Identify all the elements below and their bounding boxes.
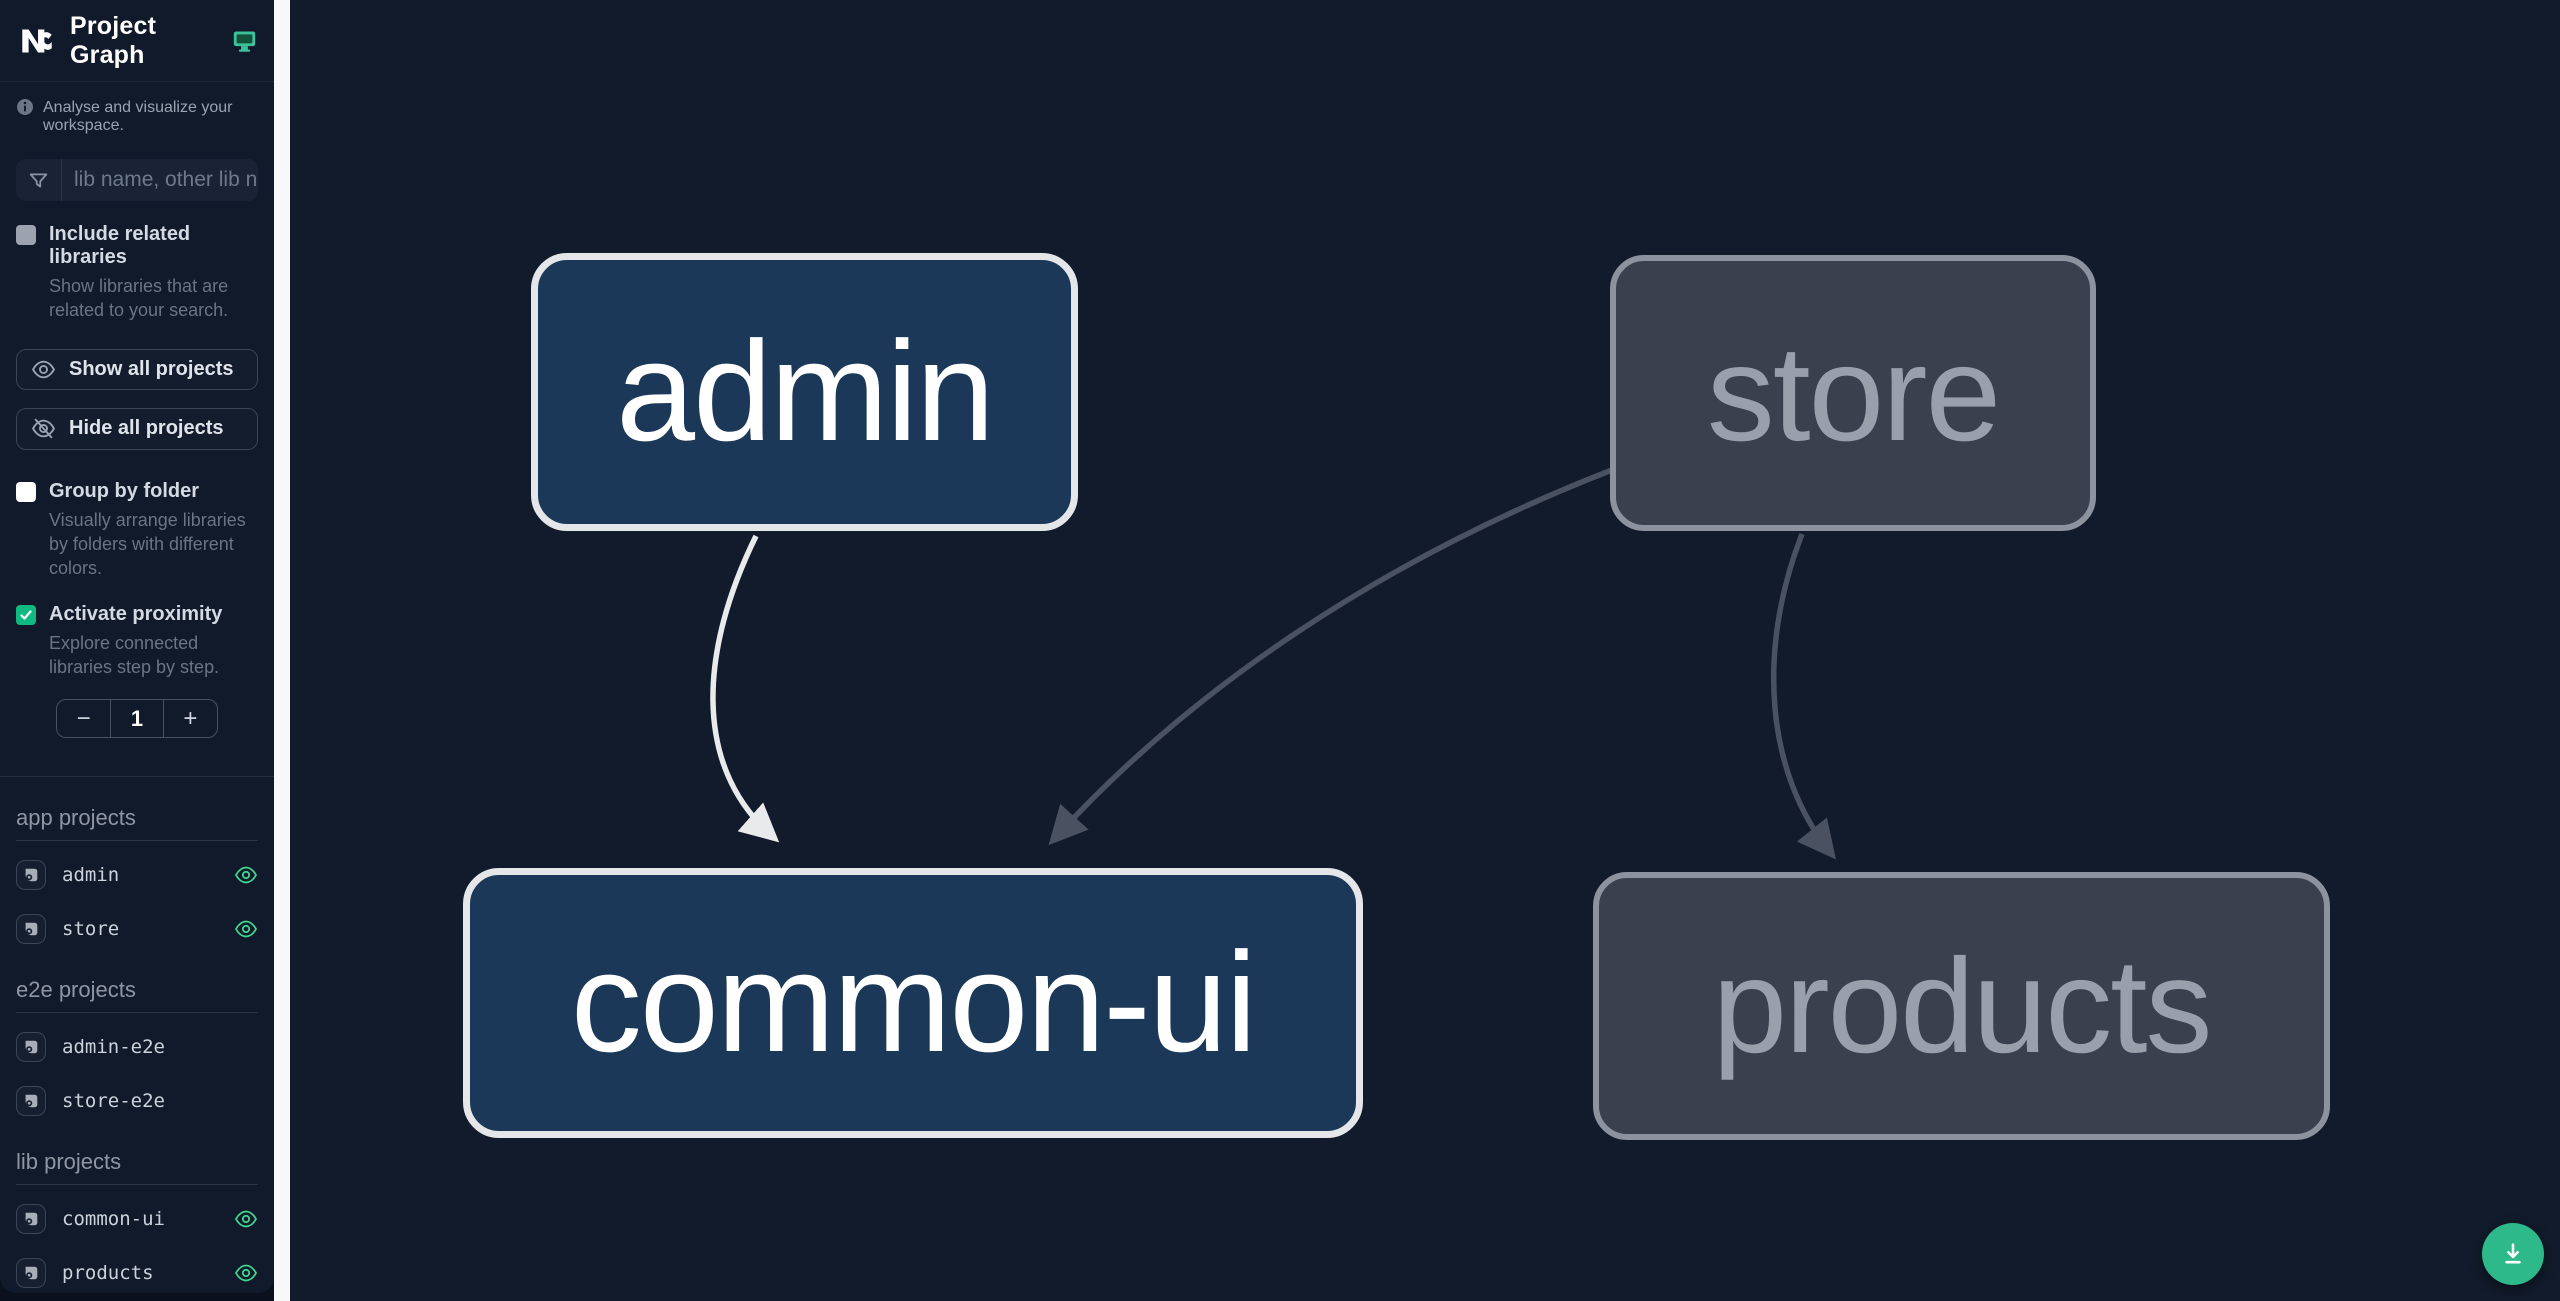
- nx-logo: [16, 20, 58, 62]
- project-row-store: store: [16, 909, 258, 949]
- monitor-icon[interactable]: [231, 27, 258, 54]
- toggle-visibility-eye-icon[interactable]: [234, 863, 258, 887]
- sidebar-header: Project Graph: [0, 0, 274, 82]
- group-by-folder-checkbox[interactable]: [16, 481, 36, 502]
- section-e2e-projects: e2e projects admin-e2e store-e2e: [0, 949, 274, 1121]
- project-name[interactable]: products: [62, 1262, 154, 1284]
- graph-canvas[interactable]: admin store common-ui products: [290, 0, 2560, 1301]
- project-name[interactable]: admin-e2e: [62, 1036, 165, 1058]
- graph-node-admin[interactable]: admin: [531, 253, 1078, 531]
- group-by-folder-label: Group by folder: [49, 479, 199, 502]
- project-name[interactable]: admin: [62, 864, 120, 886]
- edge-admin-to-common-ui[interactable]: [710, 534, 780, 843]
- focus-project-button[interactable]: [16, 860, 46, 890]
- focus-icon: [25, 868, 38, 882]
- download-icon: [2505, 1243, 2521, 1264]
- project-row-products: products: [16, 1253, 258, 1293]
- toggle-visibility-eye-icon[interactable]: [234, 1261, 258, 1285]
- show-all-projects-button[interactable]: Show all projects: [16, 348, 258, 391]
- activate-proximity-desc: Explore connected libraries step by step…: [49, 632, 220, 677]
- focus-project-button[interactable]: [16, 1032, 46, 1062]
- focus-icon: [25, 1266, 38, 1280]
- app-title: Project Graph: [70, 11, 157, 69]
- section-header: lib projects: [16, 1149, 258, 1185]
- project-row-admin-e2e: admin-e2e: [16, 1027, 258, 1067]
- focus-icon: [25, 1212, 38, 1226]
- focus-project-button[interactable]: [16, 1258, 46, 1288]
- increment-button[interactable]: +: [183, 704, 198, 732]
- graph-node-products[interactable]: products: [1593, 872, 2330, 1140]
- depth-value: 1: [110, 700, 164, 737]
- download-graph-button[interactable]: [2482, 1223, 2544, 1285]
- checkmark-icon: [20, 609, 32, 620]
- show-all-projects-label: Show all projects: [69, 357, 234, 380]
- funnel-icon: [16, 159, 62, 202]
- graph-node-common-ui[interactable]: common-ui: [463, 868, 1363, 1138]
- activate-proximity-option: Activate proximity Explore connected lib…: [0, 603, 274, 680]
- eye-icon: [31, 357, 56, 382]
- section-header: app projects: [16, 805, 258, 841]
- include-related-option: Include related libraries Show libraries…: [0, 223, 274, 323]
- include-related-label: Include related libraries: [49, 223, 191, 269]
- sidebar-resize-gutter[interactable]: [274, 0, 290, 1301]
- activate-proximity-checkbox[interactable]: [16, 604, 36, 625]
- decrement-button[interactable]: −: [76, 704, 91, 732]
- project-name[interactable]: common-ui: [62, 1208, 165, 1230]
- graph-node-store[interactable]: store: [1610, 255, 2096, 531]
- project-row-common-ui: common-ui: [16, 1199, 258, 1239]
- workspace-info: Analyse and visualize your workspace.: [0, 82, 274, 141]
- section-app-projects: app projects admin: [0, 777, 274, 949]
- focus-icon: [25, 922, 38, 936]
- focus-project-button[interactable]: [16, 914, 46, 944]
- divider: [0, 776, 274, 777]
- hide-all-projects-label: Hide all projects: [69, 417, 224, 440]
- search-input[interactable]: [62, 159, 258, 202]
- graph-edges: [710, 467, 1837, 860]
- activate-proximity-label: Activate proximity: [49, 602, 223, 625]
- sidebar: Project Graph Analyse and visualize your…: [0, 0, 274, 1293]
- focus-icon: [25, 1094, 38, 1108]
- edge-store-to-products[interactable]: [1770, 533, 1837, 860]
- focus-project-button[interactable]: [16, 1204, 46, 1234]
- include-related-checkbox[interactable]: [16, 225, 36, 246]
- section-lib-projects: lib projects common-ui: [0, 1121, 274, 1293]
- hide-all-projects-button[interactable]: Hide all projects: [16, 408, 258, 450]
- toggle-visibility-eye-icon[interactable]: [234, 917, 258, 941]
- group-by-folder-option: Group by folder Visually arrange librari…: [0, 480, 274, 581]
- focus-icon: [25, 1040, 38, 1054]
- group-by-folder-desc: Visually arrange libraries by folders wi…: [49, 509, 246, 579]
- proximity-depth-stepper: − 1 +: [56, 699, 218, 738]
- edge-store-to-common-ui[interactable]: [1048, 467, 1613, 846]
- include-related-desc: Show libraries that are related to your …: [49, 276, 229, 321]
- toggle-visibility-eye-icon[interactable]: [234, 1207, 258, 1231]
- eye-off-icon: [31, 416, 56, 441]
- filter-search: [16, 159, 258, 202]
- project-name[interactable]: store: [62, 918, 120, 940]
- info-icon: [16, 98, 34, 116]
- workspace-info-text: Analyse and visualize your workspace.: [43, 99, 233, 134]
- project-name[interactable]: store-e2e: [62, 1090, 165, 1112]
- project-row-admin: admin: [16, 855, 258, 895]
- focus-project-button[interactable]: [16, 1086, 46, 1116]
- section-header: e2e projects: [16, 977, 258, 1013]
- project-row-store-e2e: store-e2e: [16, 1081, 258, 1121]
